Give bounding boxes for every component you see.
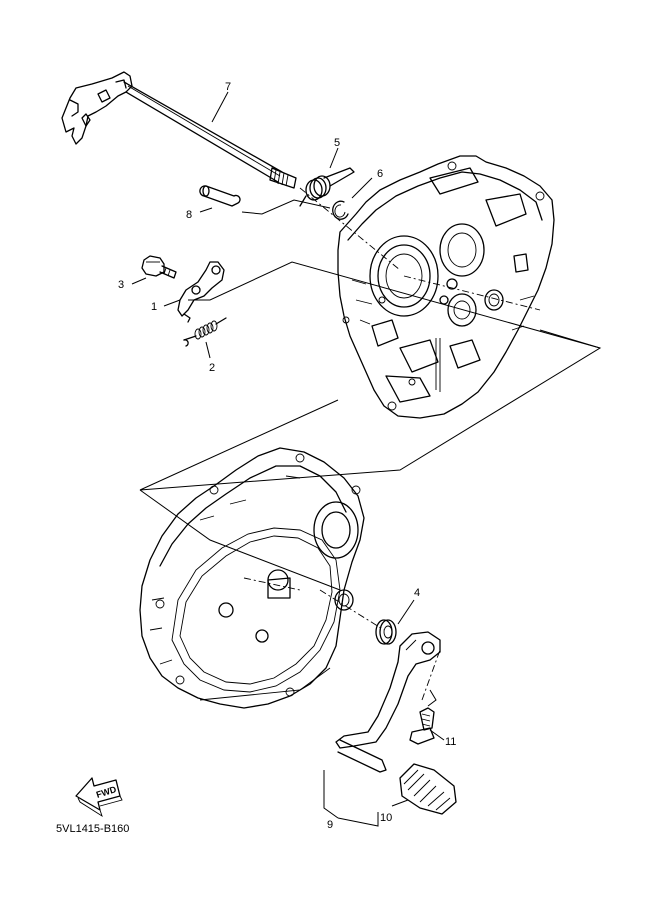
callout-leaders bbox=[131, 91, 445, 827]
reference-frames bbox=[139, 199, 602, 707]
callout-7: 7 bbox=[225, 81, 231, 93]
callout-5: 5 bbox=[334, 137, 340, 149]
callout-8: 8 bbox=[186, 209, 192, 221]
callout-1: 1 bbox=[151, 301, 157, 313]
torsion-spring bbox=[299, 167, 355, 207]
circlip bbox=[332, 200, 349, 220]
callout-9: 9 bbox=[327, 819, 333, 831]
callout-11: 11 bbox=[445, 736, 456, 748]
oil-seal bbox=[375, 619, 397, 645]
callout-2: 2 bbox=[209, 362, 215, 374]
callout-4: 4 bbox=[414, 587, 420, 599]
callout-10: 10 bbox=[380, 812, 392, 824]
fwd-arrow: FWD bbox=[75, 777, 123, 818]
crankcase-right bbox=[337, 155, 555, 419]
callout-6: 6 bbox=[377, 168, 383, 180]
bolt-3 bbox=[141, 255, 177, 279]
coil-spring bbox=[183, 317, 227, 347]
catalog-code: 5VL1415-B160 bbox=[56, 823, 129, 835]
pedal-bolt bbox=[409, 707, 435, 745]
shift-pedal bbox=[335, 631, 441, 773]
stopper-lever bbox=[177, 261, 225, 323]
callout-labels: 7 5 6 8 3 1 2 4 11 9 10 bbox=[118, 81, 456, 831]
foot-rubber bbox=[399, 763, 457, 815]
shift-shaft bbox=[61, 71, 297, 189]
centerlines bbox=[243, 187, 541, 701]
callout-3: 3 bbox=[118, 279, 124, 291]
dowel-pin bbox=[199, 185, 241, 207]
